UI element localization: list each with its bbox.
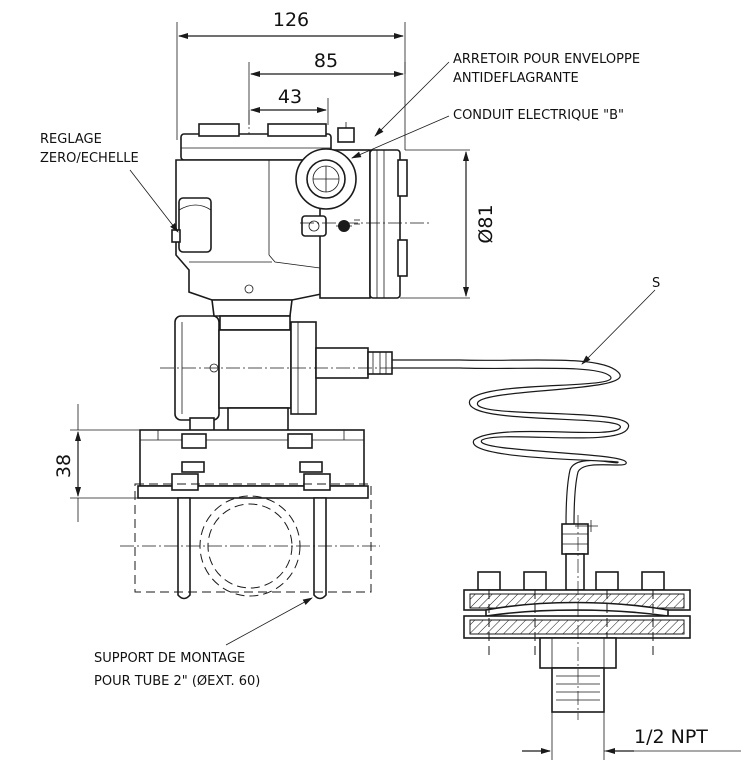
- zero-span-label-line1: REGLAGE: [40, 132, 102, 147]
- dim-85-text: 85: [314, 50, 338, 72]
- dimension-43: 43: [250, 86, 329, 125]
- sensor-module: [160, 299, 400, 435]
- dim-126-text: 126: [273, 9, 309, 31]
- dim-81-text: Ø81: [475, 204, 497, 243]
- mount-label-line1: SUPPORT DE MONTAGE: [94, 651, 245, 666]
- conduit-label: CONDUIT ELECTRIQUE "B": [453, 108, 624, 123]
- dimension-npt: 1/2 NPT: [522, 712, 741, 760]
- dimension-85: 85: [248, 50, 406, 125]
- lock-leader: [374, 61, 450, 137]
- dim-npt-text: 1/2 NPT: [634, 726, 708, 748]
- lock-label-line1: ARRETOIR POUR ENVELOPPE: [453, 52, 640, 67]
- dimension-126: 126: [176, 9, 406, 150]
- capillary-label: S: [652, 276, 660, 291]
- lock-label-line2: ANTIDEFLAGRANTE: [453, 71, 579, 86]
- mounting-bracket: [120, 429, 380, 600]
- dimension-38: 38: [53, 404, 140, 522]
- dimension-diameter-81: Ø81: [400, 149, 497, 299]
- electronics-housing: [171, 122, 408, 301]
- mount-label-line2: POUR TUBE 2" (ØEXT. 60): [94, 674, 260, 689]
- dim-43-text: 43: [278, 86, 302, 108]
- capillary-leader: [581, 289, 656, 365]
- capillary-tube: [392, 359, 629, 526]
- dim-38-text: 38: [53, 454, 75, 478]
- conduit-leader: [351, 115, 450, 159]
- zero-span-leader: [129, 169, 179, 233]
- zero-span-label-line2: ZERO/ECHELLE: [40, 151, 139, 166]
- mount-leader: [225, 597, 313, 646]
- remote-diaphragm-seal: [463, 515, 691, 720]
